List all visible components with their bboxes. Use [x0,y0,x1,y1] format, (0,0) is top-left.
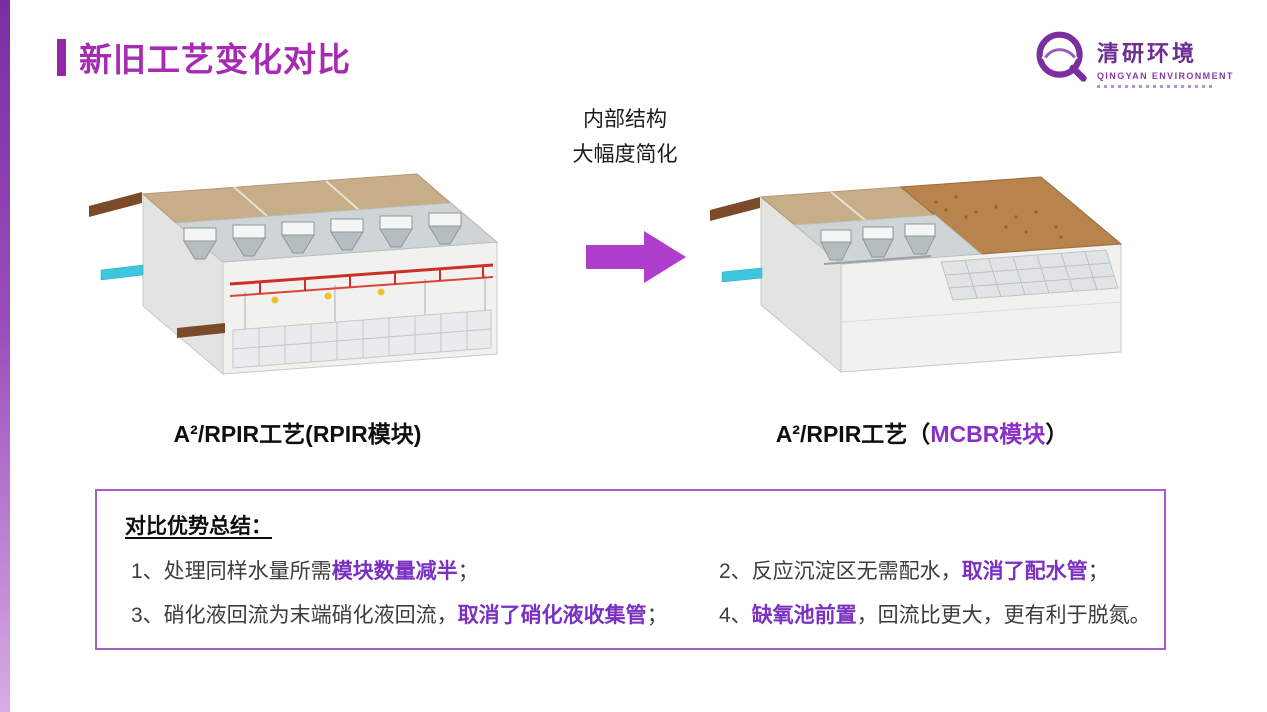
title-accent-bar [57,38,66,76]
change-note-line1: 内部结构 [583,108,667,131]
transform-arrow-icon [586,231,686,283]
left-module-caption: A²/RPIR工艺(RPIR模块) [85,415,510,449]
red-distribution-pipes [229,263,494,297]
rpir-module-figure [85,122,510,410]
hopper-modules [183,212,462,260]
company-logo: 清研环境 QINGYAN ENVIRONMENT [1033,29,1234,88]
yellow-valves [271,288,385,304]
advantages-list: 1、处理同样水量所需模块数量减半； 2、反应沉淀区无需配水，取消了配水管； 3、… [125,555,1151,629]
change-note: 内部结构 大幅度简化 [540,102,710,172]
advantages-heading: 对比优势总结： [125,515,272,538]
inlet-pipe-cyan [721,267,763,283]
slide-header: 新旧工艺变化对比 [57,33,351,81]
pipe-brown-top [710,197,760,221]
right-caption-post: ） [1045,421,1069,447]
qingyan-logo-icon [1036,31,1087,82]
mcbr-module-rendering [710,176,1123,374]
left-accent-strip [0,0,10,712]
advantage-item-4: 4、缺氧池前置，回流比更大，更有利于脱氮。 [719,604,1151,627]
right-caption-highlight: MCBR模块 [930,421,1046,447]
rpir-module-rendering [89,173,499,376]
logo-text: 清研环境 QINGYAN ENVIRONMENT [1097,29,1234,88]
slide-title: 新旧工艺变化对比 [79,41,351,78]
collector-pipe [823,255,932,265]
grid-platform [940,249,1119,301]
advantage-item-1: 1、处理同样水量所需模块数量减半； [131,560,479,583]
advantage-item-2: 2、反应沉淀区无需配水，取消了配水管； [719,560,1109,583]
mcbr-module-figure [706,122,1138,410]
logo-tagline [1097,85,1213,88]
logo-name-cn: 清研环境 [1097,41,1198,66]
pipe-brown-front [177,323,225,338]
advantage-item-3: 3、硝化液回流为末端硝化液回流，取消了硝化液收集管； [131,604,668,627]
pipe-brown-top [89,192,142,217]
right-module-caption: A²/RPIR工艺（MCBR模块） [706,415,1138,449]
logo-name-en: QINGYAN ENVIRONMENT [1097,71,1234,81]
right-caption-pre: A²/RPIR工艺（ [775,421,931,447]
change-note-line2: 大幅度简化 [572,143,678,166]
left-caption-text: A²/RPIR工艺(RPIR模块) [173,421,422,447]
support-columns [244,274,486,330]
floor-grid [232,309,492,369]
hopper-modules [820,223,936,261]
advantages-box: 对比优势总结： 1、处理同样水量所需模块数量减半； 2、反应沉淀区无需配水，取消… [95,489,1166,650]
inlet-pipe-cyan [100,264,144,281]
